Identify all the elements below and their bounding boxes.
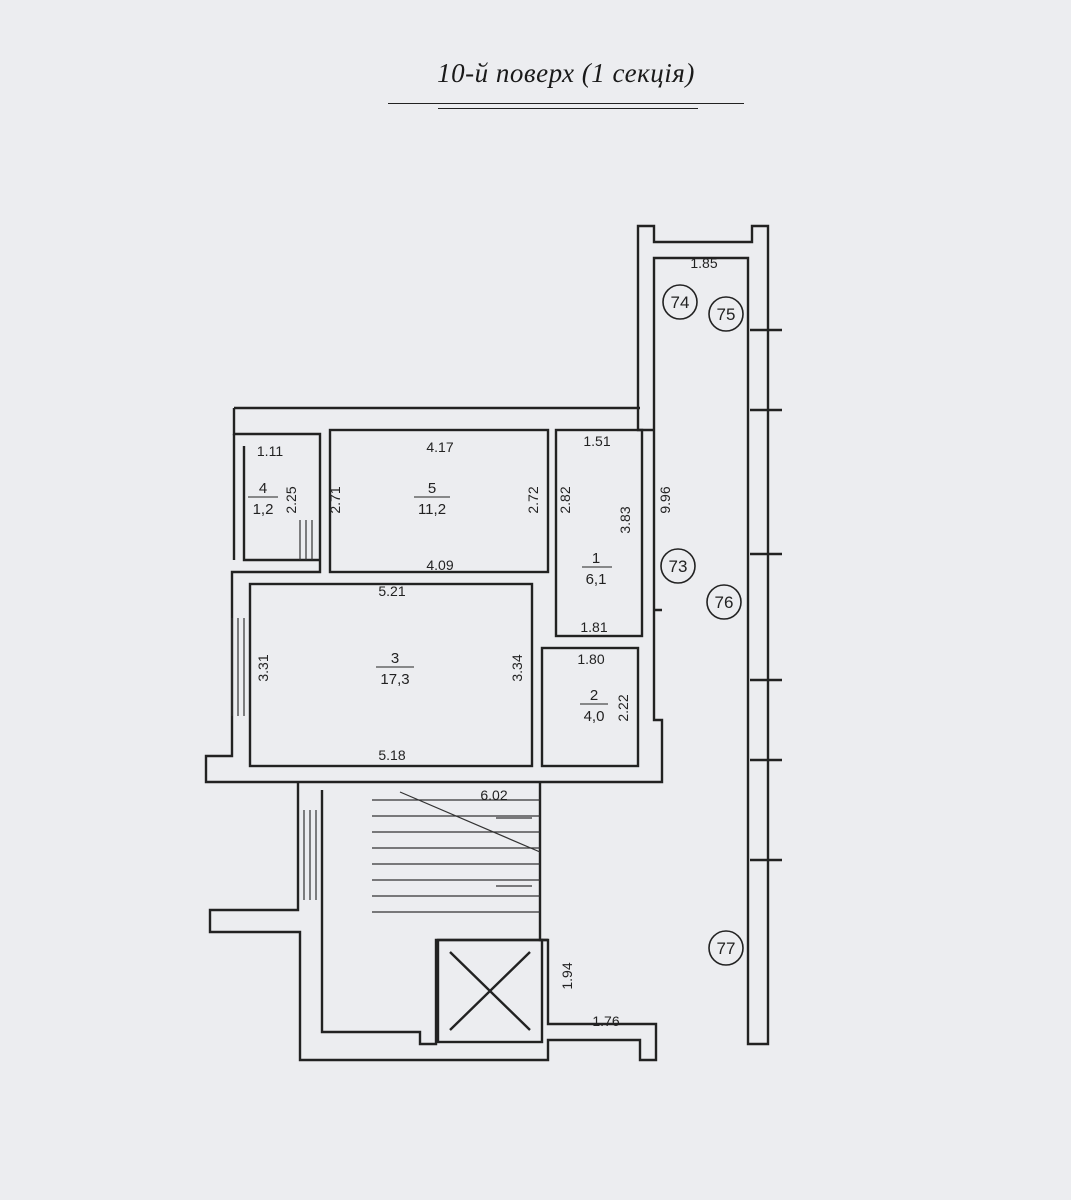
dim-r2-right: 2.22 <box>615 694 631 721</box>
dim-r3-bottom: 5.18 <box>378 747 405 763</box>
lift-shaft <box>436 938 544 1044</box>
room-5-area: 11,2 <box>418 501 446 518</box>
room-1-area: 6,1 <box>586 571 607 588</box>
title-underline <box>388 103 744 104</box>
stair-core <box>208 782 658 1062</box>
room-2-number: 2 <box>590 687 598 704</box>
dim-lobby-width: 1.76 <box>592 1013 619 1029</box>
dim-r5-right: 2.72 <box>525 486 541 513</box>
dim-r2-top: 1.80 <box>577 651 604 667</box>
window-room4 <box>299 520 313 560</box>
window-room3 <box>231 618 245 716</box>
room-3-number: 3 <box>391 650 399 667</box>
axis-label-77: 77 <box>717 939 736 958</box>
stair-steps <box>372 799 540 913</box>
title-underline-2 <box>438 108 698 109</box>
axis-label-76: 76 <box>715 593 734 612</box>
room-5-outline <box>328 428 550 574</box>
outer-wall <box>204 224 770 1046</box>
axis-bubble-75 <box>708 296 744 332</box>
dim-r5-left: 2.71 <box>327 486 343 513</box>
stair-arrow <box>399 791 541 887</box>
dim-r1-right: 3.83 <box>617 506 633 533</box>
room-2-outline <box>540 646 640 768</box>
dim-r5-bottom: 4.09 <box>426 557 453 573</box>
dim-r4-width: 1.11 <box>257 443 283 459</box>
axis-label-73: 73 <box>669 557 688 576</box>
axis-label-74: 74 <box>671 293 690 312</box>
dim-r3-left: 3.31 <box>255 654 271 681</box>
axis-label-75: 75 <box>717 305 736 324</box>
room-1-outline <box>554 428 644 638</box>
room-3-outline <box>248 582 534 768</box>
room-4-number: 4 <box>259 480 267 497</box>
room-3-area: 17,3 <box>380 671 409 688</box>
window-stair <box>303 810 317 900</box>
axis-bubble-74 <box>662 284 698 320</box>
balcony-ticks <box>750 328 782 862</box>
axis-bubble-77 <box>708 930 744 966</box>
plan-title: 10-й поверх (1 секція) <box>437 58 695 88</box>
room-2-area: 4,0 <box>584 708 605 725</box>
dim-r3-right: 3.34 <box>509 654 525 681</box>
lift-cross <box>449 951 531 1031</box>
dim-stair-width: 6.02 <box>480 787 507 803</box>
room-4-outline <box>242 446 320 562</box>
dim-r1-top: 1.51 <box>583 433 610 449</box>
dim-lift-depth: 1.94 <box>559 962 575 989</box>
dim-r5-top: 4.17 <box>426 439 453 455</box>
room-1-number: 1 <box>592 550 600 567</box>
dim-r4-depth: 2.25 <box>283 486 299 513</box>
dim-balcony-width: 1.85 <box>690 255 717 271</box>
dim-balcony-length: 9.96 <box>657 486 673 513</box>
axis-bubble-73 <box>660 548 696 584</box>
dim-r1-left: 2.82 <box>557 486 573 513</box>
dim-r3-top: 5.21 <box>378 583 405 599</box>
stair-wall-inner <box>320 790 548 1046</box>
room-5-number: 5 <box>428 480 436 497</box>
axis-bubble-76 <box>706 584 742 620</box>
roof-ledge <box>232 406 640 560</box>
dim-r1-bottom: 1.81 <box>580 619 607 635</box>
room-4-area: 1,2 <box>253 501 274 518</box>
